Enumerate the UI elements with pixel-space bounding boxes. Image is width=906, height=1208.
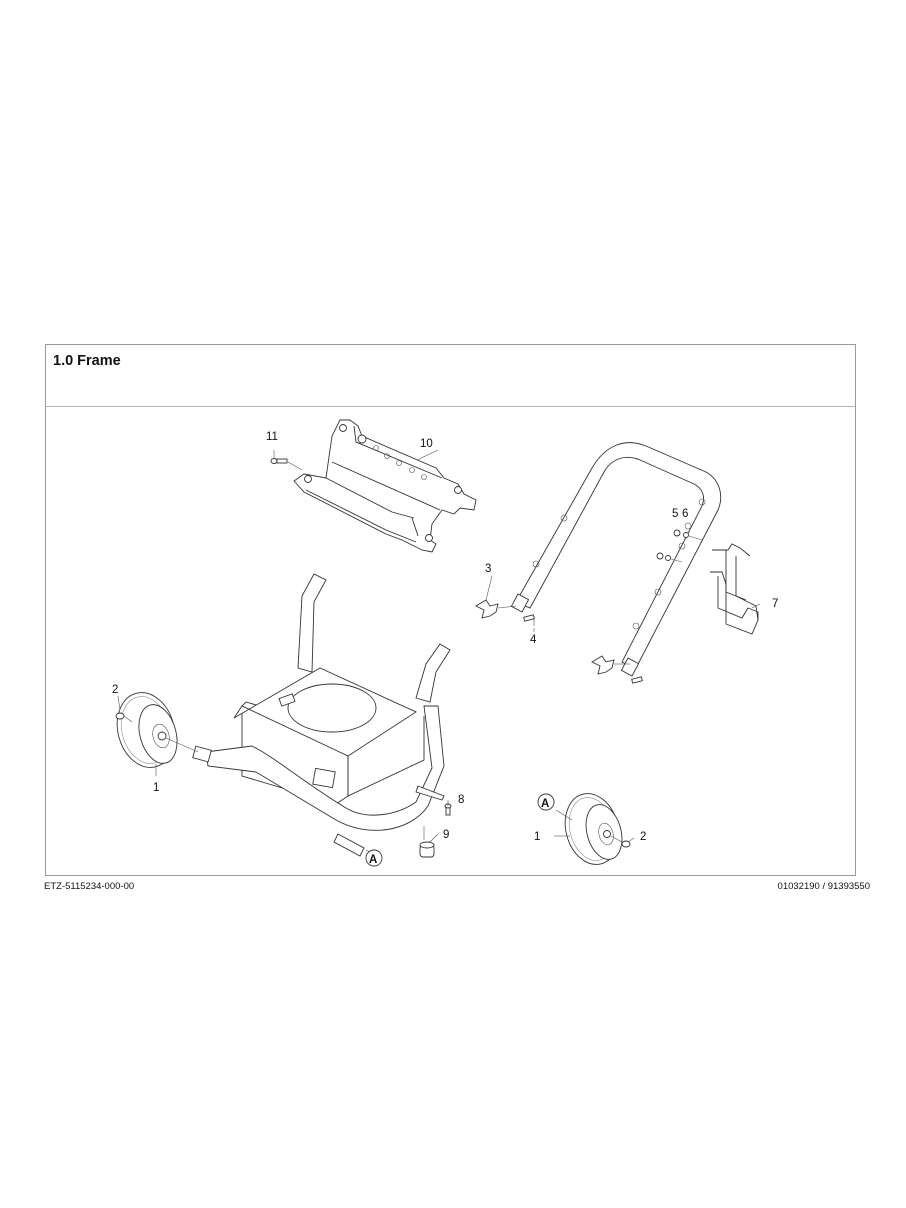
svg-text:A: A [541, 798, 549, 810]
reference-marker-a-axle: A [365, 849, 383, 867]
callout-3: 3 [485, 563, 491, 575]
callout-11: 11 [266, 431, 278, 443]
callout-10: 10 [420, 438, 433, 450]
callout-6: 6 [682, 508, 688, 520]
callout-4: 4 [530, 634, 537, 646]
reference-marker-a-wheel: A [537, 793, 555, 811]
callout-2-left: 2 [112, 684, 118, 696]
svg-text:A: A [369, 854, 377, 866]
section-header: 1.0 Frame [46, 345, 855, 407]
document-id: ETZ-5115234-000-00 [44, 881, 135, 892]
handle-bolt-drawing [523, 614, 643, 684]
callout-9: 9 [443, 829, 449, 841]
nut-washer-drawing [656, 529, 703, 563]
callout-1-right: 1 [534, 831, 540, 843]
hose-hook-drawing [710, 543, 759, 635]
exploded-parts-diagram: A A 1 2 3 4 5 6 7 8 9 10 11 1 2 [46, 406, 855, 875]
callout-2-right: 2 [640, 831, 646, 843]
handle-drawing [510, 442, 722, 677]
wheel-left-drawing [115, 692, 199, 768]
callout-1-left: 1 [153, 782, 159, 794]
star-knob-drawing [475, 599, 630, 675]
wheel-right-drawing [564, 793, 631, 865]
callout-8: 8 [458, 794, 464, 806]
nozzle-holder-bracket-drawing [293, 419, 477, 553]
rubber-foot-drawing [419, 803, 452, 858]
section-title: 1.0 Frame [53, 353, 121, 369]
bracket-screw-drawing [270, 450, 303, 471]
callout-5: 5 [672, 508, 678, 520]
callout-7: 7 [772, 598, 778, 610]
leader-lines [117, 575, 761, 853]
frame-section: 1.0 Frame [45, 344, 856, 876]
part-numbers: 01032190 / 91393550 [777, 881, 870, 892]
base-frame-drawing [192, 573, 451, 857]
